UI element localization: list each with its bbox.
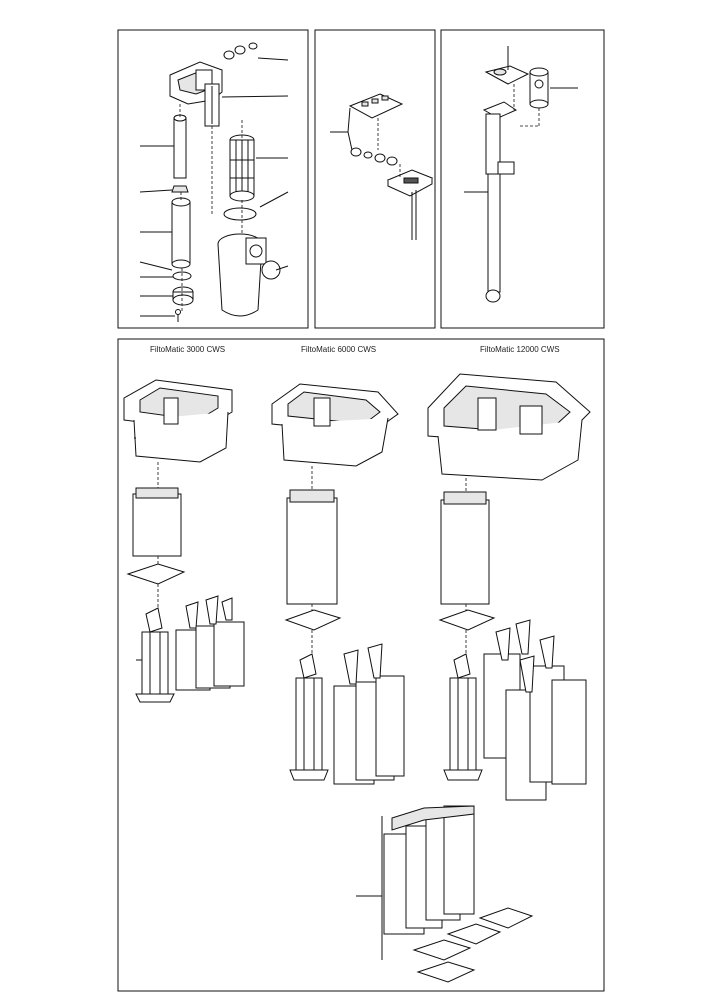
model-title-6000: FiltoMatic 6000 CWS (301, 345, 377, 354)
replacement-sponge-pack (356, 805, 534, 983)
model-title-12000: FiltoMatic 12000 CWS (480, 345, 560, 354)
valve-body (529, 67, 549, 109)
filter-cartridge-12000 (440, 491, 490, 605)
model-set-3000 (123, 379, 245, 703)
model-set-6000 (271, 383, 405, 785)
replacement-clips (412, 907, 534, 983)
lid-o-rings (350, 147, 398, 166)
frame-pump-assembly (117, 29, 309, 329)
frame-pipe-assembly (440, 29, 605, 329)
filter-cartridge-6000 (286, 489, 338, 605)
frame-lid-assembly (314, 29, 436, 329)
sponge-frame-6000 (289, 653, 329, 781)
filter-cage (229, 134, 255, 202)
filter-basket-3000 (123, 379, 233, 463)
sponge-frame-3000 (135, 607, 175, 703)
pump-assembly-parts (139, 42, 289, 322)
frame-model-sets (117, 338, 605, 992)
lid-plate-top (348, 93, 404, 119)
filter-cartridge-3000 (132, 487, 182, 557)
outlet-seal (261, 260, 281, 280)
housing-o-ring (223, 207, 257, 221)
filter-basket-6000 (271, 383, 399, 467)
support-bracket (484, 65, 530, 85)
shaft-tube (171, 114, 189, 193)
bearing-collar (172, 286, 194, 306)
o-ring-set-top (223, 42, 258, 60)
model-title-3000: FiltoMatic 3000 CWS (150, 345, 226, 354)
sponge-frame-12000 (443, 653, 483, 781)
pump-head (169, 61, 223, 127)
sponge-set-3000 (175, 595, 245, 691)
cylinder-insert (171, 197, 191, 269)
filter-basket-12000 (427, 373, 591, 481)
sponge-set-6000 (333, 643, 405, 785)
riser-pipe (482, 101, 518, 303)
bottom-clip-6000 (284, 609, 342, 631)
sponge-set-12000 (483, 619, 587, 801)
pipe-assembly-parts (464, 46, 578, 303)
filter-housing (217, 233, 267, 317)
lid-assembly-parts (330, 93, 434, 240)
bottom-clip-12000 (438, 609, 496, 631)
bottom-clip-3000 (126, 563, 186, 585)
model-set-12000 (427, 373, 591, 801)
